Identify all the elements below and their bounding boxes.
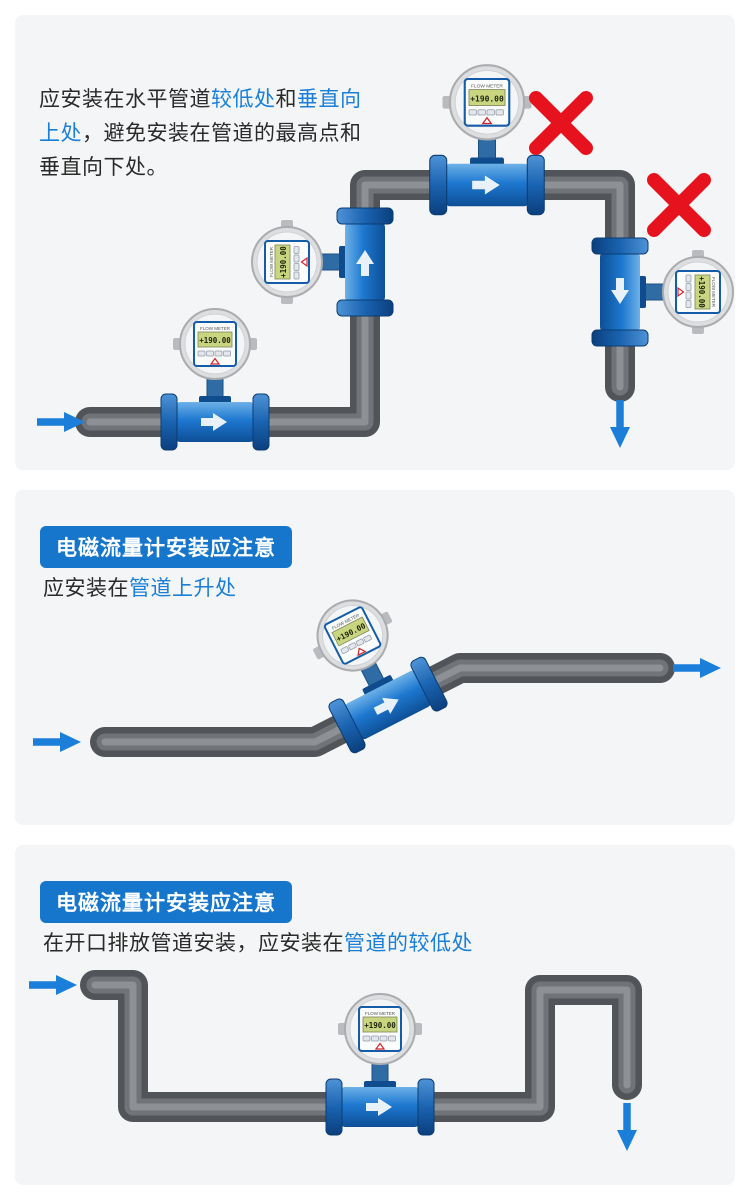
x-mark-icon <box>654 180 704 230</box>
flow-arrow-icon <box>673 658 721 678</box>
panel3-note: 在开口排放管道安装，应安装在管道的较低处 <box>43 927 703 961</box>
x-mark-icon <box>536 98 586 148</box>
panel1-note: 应安装在水平管道较低处和垂直向上处，避免安装在管道的最高点和垂直向下处。 <box>39 83 365 185</box>
notice-badge: 电磁流量计安装应注意 <box>40 881 292 923</box>
note-text: 在开口排放管道安装，应安装在 <box>43 932 344 955</box>
pipe-diagram-horizontal <box>15 64 734 451</box>
flow-arrow-icon <box>617 1103 637 1151</box>
flowmeter-icon <box>428 64 546 216</box>
pipe-run <box>80 970 642 1122</box>
notice-badge: 电磁流量计安装应注意 <box>40 526 292 568</box>
flow-arrow-icon <box>29 975 77 995</box>
panel-open-discharge: 电磁流量计安装应注意 在开口排放管道安装，应安装在管道的较低处 <box>15 845 735 1185</box>
note-keyword-lower-section: 管道的较低处 <box>344 932 473 955</box>
flow-arrow-icon <box>610 400 630 448</box>
pipe-diagram-discharge <box>15 970 642 1185</box>
pipe-diagram-rising <box>15 578 735 757</box>
note-text: 和 <box>275 88 297 111</box>
flowmeter-icon <box>325 993 435 1136</box>
note-keyword-vertical-up: 垂直向上处 <box>39 88 362 145</box>
note-keyword-rising-section: 管道上升处 <box>129 577 237 600</box>
note-text: 应安装在 <box>43 577 129 600</box>
flowmeter-icon <box>591 237 734 347</box>
flowmeter-icon <box>251 207 394 317</box>
panel2-note: 应安装在管道上升处 <box>43 572 703 606</box>
note-text: 应安装在水平管道 <box>39 88 211 111</box>
panel-horizontal-install: 应安装在水平管道较低处和垂直向上处，避免安装在管道的最高点和垂直向下处。 <box>15 15 735 470</box>
note-text: ，避免安装在管道的最高点和垂直向下处。 <box>39 122 362 179</box>
flowmeter-icon <box>160 308 270 451</box>
panel-rising-pipe: 电磁流量计安装应注意 应安装在管道上升处 <box>15 490 735 825</box>
flow-arrow-icon <box>33 732 81 752</box>
note-keyword-lower-point: 较低处 <box>211 88 276 111</box>
